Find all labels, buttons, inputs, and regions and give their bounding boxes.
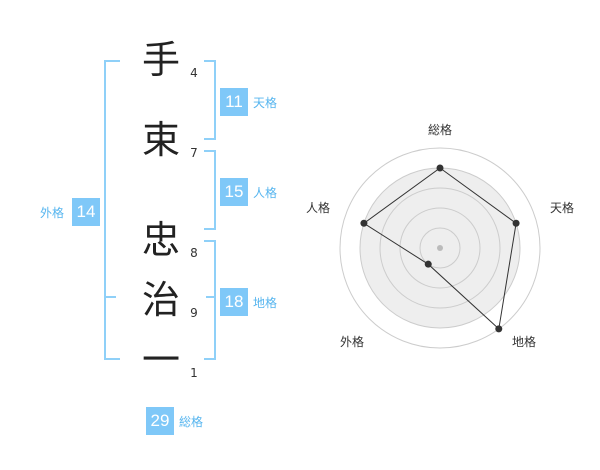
name-char-5: 一 — [141, 338, 180, 382]
radar-axis-label-gaikaku: 外格 — [340, 334, 364, 349]
tenkaku-value: 11 — [220, 88, 248, 116]
radar-point-0 — [436, 164, 444, 172]
radar-point-3 — [424, 260, 432, 268]
stroke-count-5: 1 — [190, 366, 198, 380]
radar-axis-label-jinkaku: 人格 — [306, 200, 330, 215]
jinkaku-bracket — [204, 150, 216, 230]
radar-value-polygon — [363, 167, 517, 330]
radar-point-2 — [495, 325, 503, 333]
gaikaku-label: 外格 — [40, 206, 65, 220]
stroke-count-3: 8 — [190, 246, 198, 260]
gaikaku-bracket — [104, 60, 120, 360]
gaikaku-bracket-tick — [104, 296, 116, 298]
radar-center-dot — [437, 245, 443, 251]
chikaku-value: 18 — [220, 288, 248, 316]
radar-axis-label-chikaku: 地格 — [512, 334, 536, 349]
tenkaku-bracket — [204, 60, 216, 140]
radar-point-1 — [512, 219, 520, 227]
tenkaku-label: 天格 — [253, 96, 278, 110]
chikaku-bracket-tick — [206, 296, 216, 298]
stroke-count-4: 9 — [190, 306, 198, 320]
chikaku-label: 地格 — [253, 296, 278, 310]
jinkaku-value: 15 — [220, 178, 248, 206]
stroke-count-2: 7 — [190, 146, 198, 160]
radar-axis-label-soukaku: 総格 — [428, 122, 452, 137]
stroke-count-1: 4 — [190, 66, 198, 80]
name-char-2: 束 — [141, 118, 180, 162]
chikaku-bracket — [204, 240, 216, 360]
name-char-1: 手 — [141, 38, 180, 82]
radar-axis-label-tenkaku: 天格 — [550, 200, 574, 215]
radar-point-4 — [360, 219, 368, 227]
jinkaku-label: 人格 — [253, 186, 278, 200]
name-char-4: 治 — [141, 278, 180, 322]
name-char-3: 忠 — [141, 218, 180, 262]
soukaku-label: 総格 — [179, 415, 204, 429]
soukaku-value: 29 — [146, 407, 174, 435]
gaikaku-value: 14 — [72, 198, 100, 226]
